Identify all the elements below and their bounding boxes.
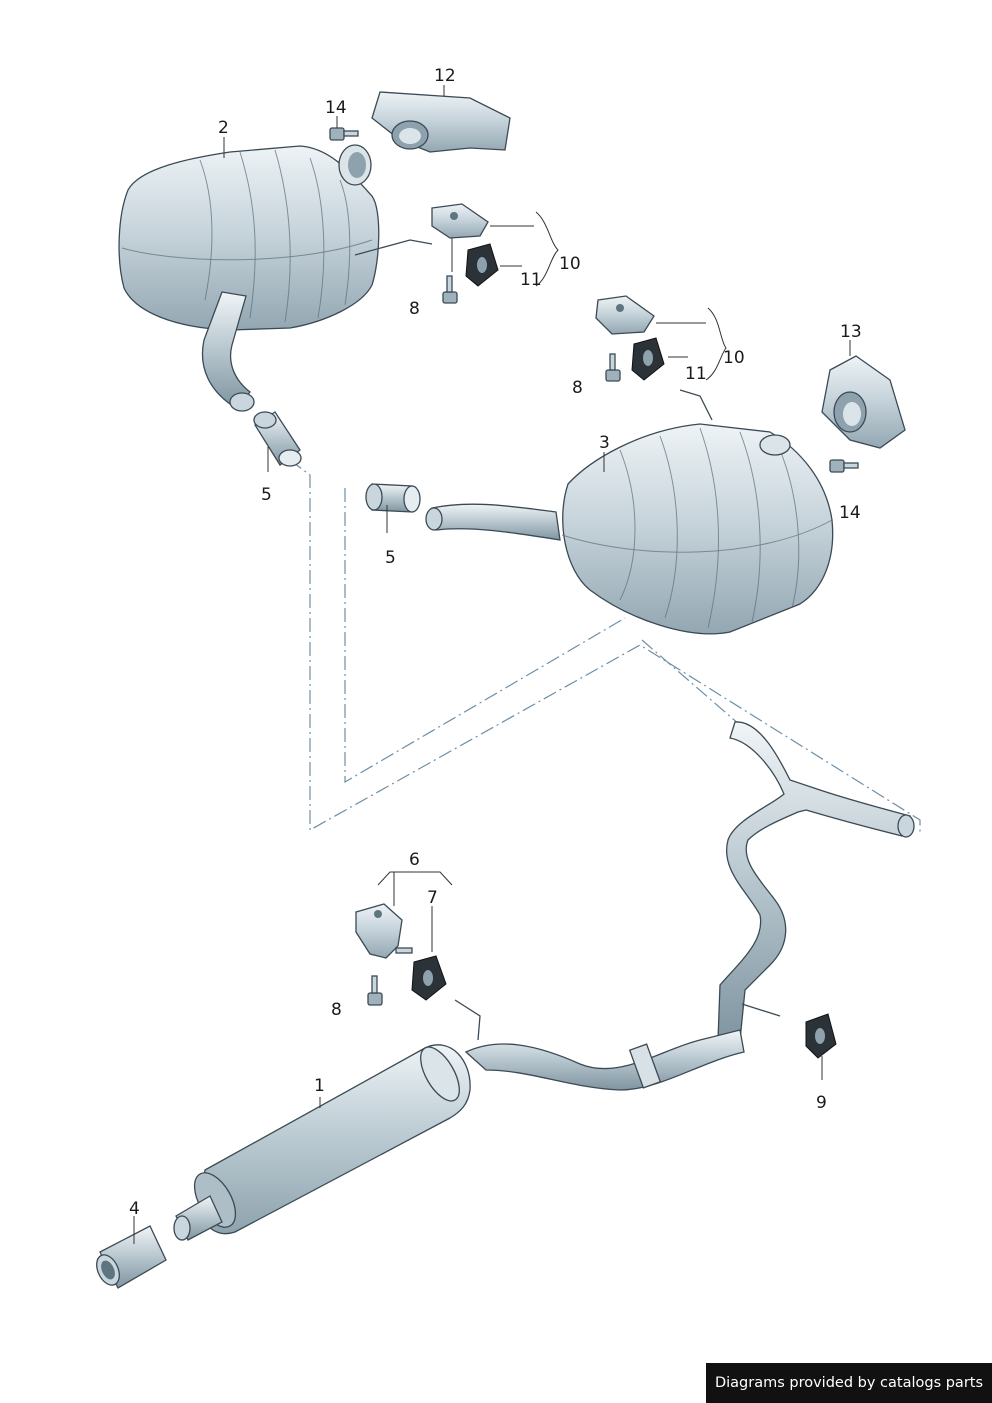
tailpipe-bracket-12 bbox=[371, 91, 511, 153]
hanger-bracket-lower bbox=[355, 903, 413, 959]
callout-3: 3 bbox=[599, 433, 610, 453]
rubber-mount-upper bbox=[465, 243, 499, 287]
rubber-mount-middle bbox=[631, 337, 665, 381]
callout-5-upper: 5 bbox=[261, 485, 272, 505]
pipe-clamp-upper-left bbox=[253, 411, 302, 467]
leader-lines bbox=[133, 85, 851, 1244]
callout-6: 6 bbox=[409, 850, 420, 870]
callout-11-middle: 11 bbox=[685, 364, 707, 384]
front-silencer bbox=[173, 999, 481, 1241]
callout-11-upper: 11 bbox=[520, 270, 542, 290]
bolt-8-lower bbox=[367, 975, 383, 1006]
callout-1: 1 bbox=[314, 1076, 325, 1096]
bolt-14-top bbox=[329, 127, 359, 141]
tailpipe-bracket-13 bbox=[821, 355, 906, 449]
pipe-clamp-front bbox=[96, 1225, 167, 1289]
rear-silencer-right bbox=[425, 389, 834, 635]
bolt-14-right bbox=[829, 459, 859, 473]
callout-14-right: 14 bbox=[839, 503, 861, 523]
bolt-8-middle bbox=[605, 353, 621, 382]
assembly-guide-lines bbox=[289, 459, 921, 835]
pipe-clamp-middle bbox=[365, 483, 421, 513]
callout-10-upper: 10 bbox=[559, 254, 581, 274]
callout-8-upper: 8 bbox=[409, 299, 420, 319]
hanger-bracket-upper bbox=[431, 203, 489, 272]
bolt-8-upper bbox=[442, 275, 458, 304]
rubber-mount-lower bbox=[411, 955, 447, 1001]
callout-9: 9 bbox=[816, 1093, 827, 1113]
callout-4: 4 bbox=[129, 1199, 140, 1219]
callout-2: 2 bbox=[218, 118, 229, 138]
callout-8-middle: 8 bbox=[572, 378, 583, 398]
callout-numbers: 2 14 12 10 11 8 13 10 11 8 3 5 14 5 6 7 … bbox=[129, 66, 862, 1219]
hanger-bracket-middle bbox=[595, 295, 655, 335]
rear-silencer-left bbox=[118, 144, 433, 412]
callout-10-middle: 10 bbox=[723, 348, 745, 368]
callout-12: 12 bbox=[434, 66, 456, 86]
credit-banner: Diagrams provided by catalogs parts bbox=[706, 1363, 992, 1403]
callout-8-lower: 8 bbox=[331, 1000, 342, 1020]
callout-7: 7 bbox=[427, 888, 438, 908]
y-pipe bbox=[464, 721, 915, 1091]
callout-5-middle: 5 bbox=[385, 548, 396, 568]
callout-13: 13 bbox=[840, 322, 862, 342]
rubber-mount-9 bbox=[741, 1003, 837, 1059]
callout-14-top: 14 bbox=[325, 98, 347, 118]
